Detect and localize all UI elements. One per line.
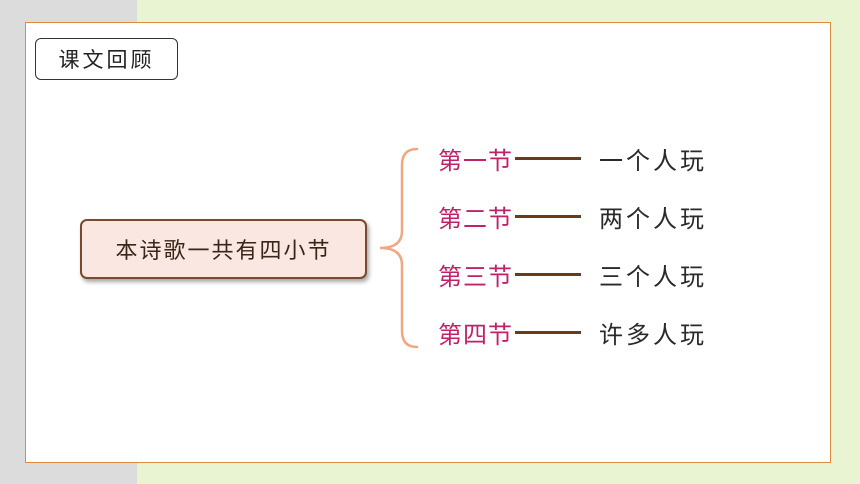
page-title: 课文回顾 — [35, 38, 178, 80]
connector-dash — [515, 272, 581, 276]
section-label: 第三节 — [438, 262, 513, 291]
section-description: 许多人玩 — [599, 320, 707, 349]
section-row: 第四节 许多人玩 — [438, 315, 707, 349]
section-description: 三个人玩 — [599, 262, 707, 291]
connector-dash — [515, 330, 581, 334]
curly-brace — [379, 147, 419, 349]
topic-box: 本诗歌一共有四小节 — [80, 219, 367, 279]
section-description: 一个人玩 — [599, 146, 707, 175]
section-row: 第三节 三个人玩 — [438, 257, 707, 291]
section-label: 第四节 — [438, 320, 513, 349]
section-row: 第二节 两个人玩 — [438, 199, 707, 233]
section-description: 两个人玩 — [599, 204, 707, 233]
connector-dash — [515, 214, 581, 218]
section-label: 第一节 — [438, 146, 513, 175]
connector-dash — [515, 156, 581, 160]
section-row: 第一节 一个人玩 — [438, 141, 707, 175]
section-label: 第二节 — [438, 204, 513, 233]
